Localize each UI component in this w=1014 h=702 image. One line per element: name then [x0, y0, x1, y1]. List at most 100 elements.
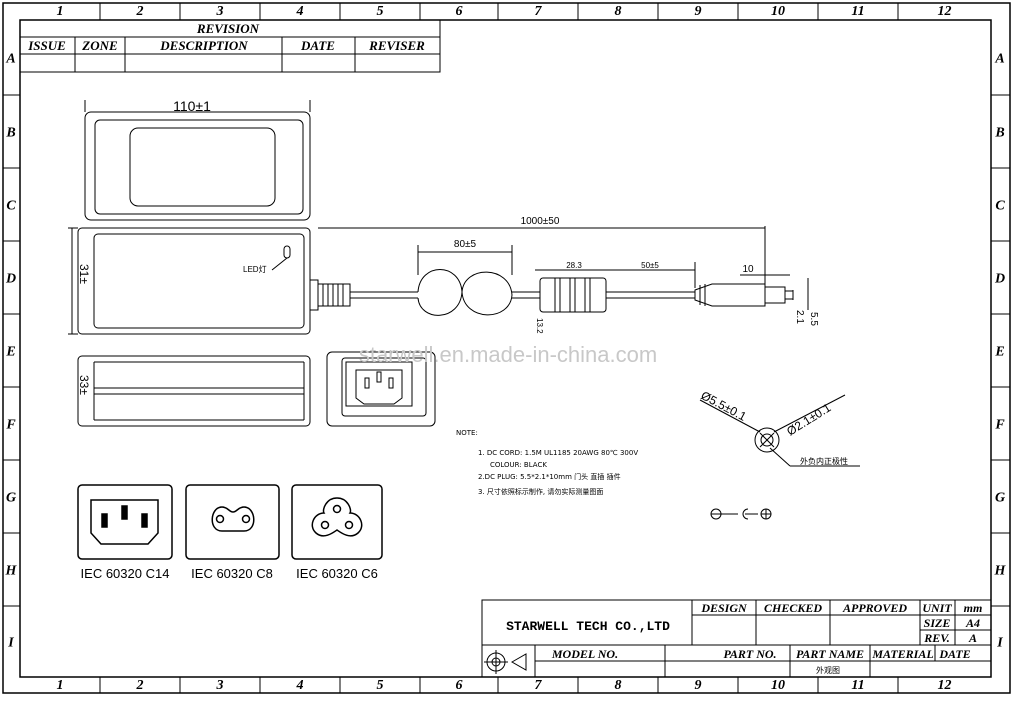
rev-header-reviser: REVISER	[368, 38, 425, 53]
bottom-column-label-4: 4	[296, 678, 304, 693]
right-row-label-G: G	[995, 491, 1005, 506]
polarity-note: 外负内正极性	[800, 456, 848, 466]
column-grid	[99, 3, 899, 693]
bottom-column-label-12: 12	[938, 678, 952, 693]
bottom-column-label-3: 3	[216, 678, 224, 693]
dim-loop: 80±5	[454, 239, 477, 250]
notes-line2: 2.DC PLUG: 5.5*2.1*10mm 门头 直插 插件	[478, 472, 621, 481]
top-column-label-5: 5	[377, 4, 384, 19]
unit-label: UNIT	[922, 601, 952, 615]
size-value: A4	[965, 616, 980, 630]
left-row-label-F: F	[5, 418, 16, 433]
dim-cable-length: 1000±50	[521, 216, 560, 227]
size-label: SIZE	[924, 616, 951, 630]
row-labels: A A B B C C D D E E F F G G H H I I	[5, 52, 1007, 651]
material-label: MATERIAL	[871, 647, 933, 661]
bottom-column-label-10: 10	[771, 678, 785, 693]
top-column-label-6: 6	[456, 4, 463, 19]
row-grid	[3, 94, 1010, 607]
dim-ferrite-dist: 50±5	[641, 261, 659, 270]
part-name-label: PART NAME	[796, 647, 864, 661]
connector-c14	[77, 484, 173, 560]
notes-line1: 1. DC CORD: 1.5M UL1185 20AWG 80℃ 300V	[478, 449, 638, 457]
bottom-column-label-5: 5	[377, 678, 384, 693]
left-row-label-C: C	[6, 199, 16, 214]
right-row-label-E: E	[994, 345, 1004, 360]
dim-bottom-height: 33±	[77, 375, 91, 395]
rev-header-description: DESCRIPTION	[159, 38, 248, 53]
dim-plug-len: 10	[742, 264, 754, 275]
dim-plug-in: 2.1	[794, 310, 805, 324]
notes-line3: 3. 尺寸依照标示制作, 请勿实际测量图面	[478, 487, 603, 496]
adapter-bottom-view	[77, 351, 436, 427]
left-row-label-A: A	[5, 52, 15, 67]
connector-c6	[291, 484, 383, 560]
right-row-label-D: D	[994, 272, 1005, 287]
connector-c6-label: IEC 60320 C6	[296, 566, 378, 581]
rev-header-issue: ISSUE	[27, 38, 66, 53]
right-row-label-F: F	[994, 418, 1005, 433]
rev-value: A	[968, 631, 977, 645]
right-row-label-A: A	[994, 52, 1004, 67]
part-name-value: 外观图	[816, 665, 840, 675]
notes-line1b: COLOUR: BLACK	[490, 461, 547, 469]
checked-label: CHECKED	[764, 601, 822, 615]
top-column-label-2: 2	[136, 4, 144, 19]
plug-end-detail	[699, 394, 860, 520]
bottom-column-label-6: 6	[456, 678, 463, 693]
top-column-label-7: 7	[535, 4, 543, 19]
top-column-label-9: 9	[695, 4, 702, 19]
right-row-label-C: C	[995, 199, 1005, 214]
connector-c14-label: IEC 60320 C14	[81, 566, 170, 581]
left-row-label-B: B	[5, 126, 15, 141]
top-column-label-8: 8	[615, 4, 622, 19]
bottom-column-label-8: 8	[615, 678, 622, 693]
right-row-label-B: B	[994, 126, 1004, 141]
design-label: DESIGN	[700, 601, 748, 615]
dim-inner-dia: Ø2.1±0.1	[784, 400, 833, 438]
unit-value: mm	[964, 601, 983, 615]
top-column-label-11: 11	[851, 4, 864, 19]
left-row-label-I: I	[7, 636, 14, 651]
connector-c8-label: IEC 60320 C8	[191, 566, 273, 581]
led-label: LED灯	[243, 264, 267, 274]
right-row-label-I: I	[996, 636, 1003, 651]
left-row-label-E: E	[5, 345, 15, 360]
left-row-label-D: D	[5, 272, 16, 287]
top-column-label-12: 12	[938, 4, 952, 19]
adapter-top-view	[84, 100, 311, 221]
rev-header-zone: ZONE	[81, 38, 118, 53]
part-no-label: PART NO.	[723, 647, 776, 661]
top-column-label-4: 4	[296, 4, 304, 19]
model-no-label: MODEL NO.	[551, 647, 618, 661]
dim-ferrite-dia: 13.2	[535, 318, 544, 334]
notes-heading: NOTE:	[456, 429, 478, 437]
bottom-column-label-2: 2	[136, 678, 144, 693]
bottom-column-label-9: 9	[695, 678, 702, 693]
left-row-label-G: G	[6, 491, 16, 506]
date-label: DATE	[938, 647, 970, 661]
dim-top-width: 110±1	[173, 98, 211, 114]
top-column-label-3: 3	[216, 4, 224, 19]
watermark: starwell.en.made-in-china.com	[359, 342, 657, 367]
bottom-column-label-7: 7	[535, 678, 543, 693]
dim-plug-out: 5.5	[808, 312, 819, 326]
right-row-label-H: H	[994, 564, 1007, 579]
revision-title: REVISION	[196, 21, 260, 36]
adapter-side-view	[68, 226, 809, 335]
rev-label: REV.	[923, 631, 949, 645]
company-name: STARWELL TECH CO.,LTD	[506, 619, 670, 634]
bottom-column-label-1: 1	[57, 678, 64, 693]
top-column-label-1: 1	[57, 4, 64, 19]
connector-c8	[185, 484, 280, 560]
approved-label: APPROVED	[842, 601, 907, 615]
rev-header-date: DATE	[300, 38, 335, 53]
left-row-label-H: H	[5, 564, 18, 579]
dim-ferrite: 28.3	[566, 261, 582, 270]
revision-table	[19, 19, 441, 73]
top-column-label-10: 10	[771, 4, 785, 19]
bottom-column-label-11: 11	[851, 678, 864, 693]
